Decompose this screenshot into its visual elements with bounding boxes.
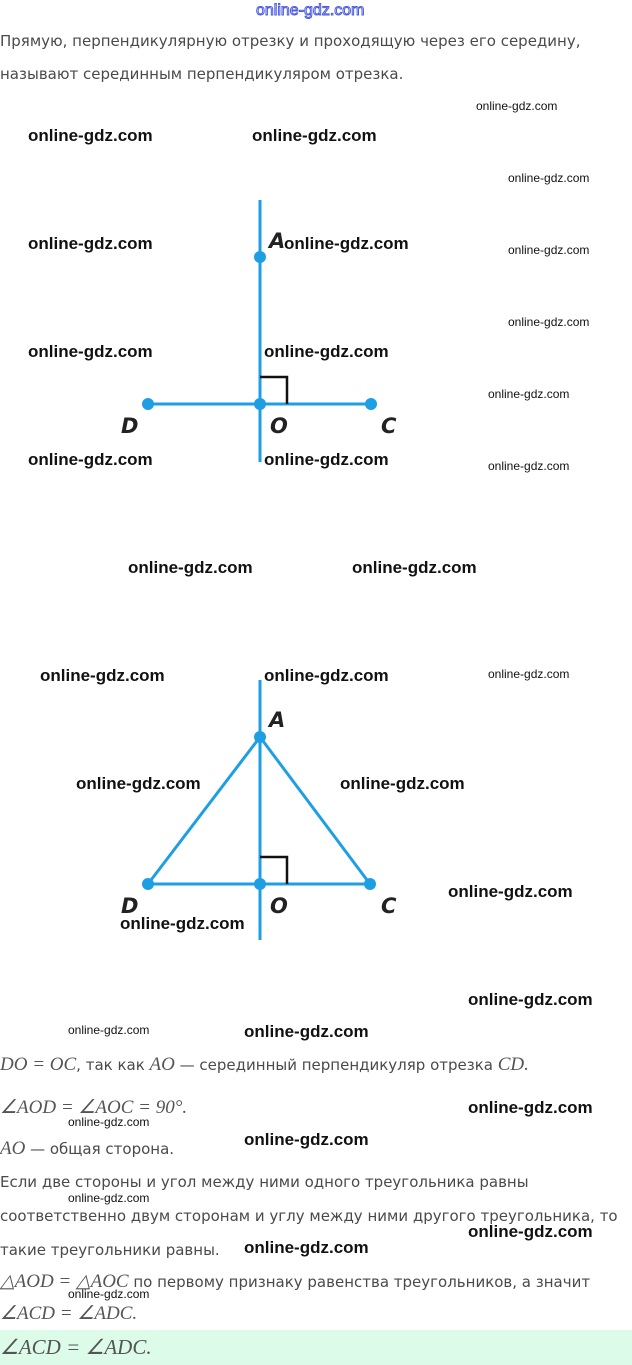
watermark: online-gdz.com (68, 1115, 150, 1129)
segment-ac (258, 736, 372, 885)
point-a (254, 251, 266, 263)
math: AO (149, 1054, 175, 1075)
math: DO = OC (0, 1054, 77, 1075)
math: △AOD = △AOC (0, 1271, 129, 1292)
watermark: online-gdz.com (508, 243, 590, 257)
site-logo[interactable]: online-gdz.com (256, 2, 365, 20)
right-angle-mark (260, 375, 289, 404)
watermark: online-gdz.com (468, 1098, 593, 1117)
label-d: D (121, 894, 138, 918)
solution-line-5: соответственно двум сторонам и углу межд… (0, 1207, 618, 1225)
watermark: online-gdz.com (68, 1191, 150, 1205)
math: ∠AOD = ∠AOC = 90°. (0, 1097, 188, 1118)
point-c (365, 398, 377, 410)
math: CD. (497, 1054, 529, 1075)
label-c: C (381, 894, 397, 918)
solution-line-6: такие треугольники равны. (0, 1241, 220, 1259)
solution-line-3: AO — общая сторона. (0, 1138, 174, 1160)
watermark: online-gdz.com (448, 882, 573, 901)
point-d (142, 398, 154, 410)
watermark: online-gdz.com (76, 774, 201, 793)
watermark: online-gdz.com (488, 459, 570, 473)
watermark: online-gdz.com (340, 774, 465, 793)
label-c: C (381, 414, 397, 438)
label-a: A (267, 229, 285, 253)
watermark: online-gdz.com (468, 990, 593, 1009)
solution-line-2: ∠AOD = ∠AOC = 90°. (0, 1096, 187, 1119)
label-o: O (270, 414, 288, 438)
watermark: online-gdz.com (128, 558, 253, 577)
watermark: online-gdz.com (488, 387, 570, 401)
figure-triangle: A D O C (121, 680, 397, 940)
figure-perpendicular-bisector: A D O C (121, 200, 397, 462)
watermark: online-gdz.com (68, 1023, 150, 1037)
text: — общая сторона. (25, 1140, 175, 1158)
watermark: online-gdz.com (40, 666, 165, 685)
text: по первому признаку равенства треугольни… (128, 1273, 591, 1291)
answer-text: ∠ACD = ∠ADC. (0, 1335, 152, 1359)
watermark: online-gdz.com (28, 450, 153, 469)
point-o (254, 878, 266, 890)
watermark: online-gdz.com (264, 342, 389, 361)
watermark: online-gdz.com (244, 1022, 369, 1041)
math: AO (0, 1138, 26, 1159)
point-a (254, 731, 266, 743)
watermark: online-gdz.com (352, 558, 477, 577)
label-a: A (267, 708, 285, 732)
watermark: online-gdz.com (28, 126, 153, 145)
watermark: online-gdz.com (120, 914, 245, 933)
solution-line-7: △AOD = △AOC по первому признаку равенств… (0, 1270, 590, 1293)
right-angle-mark (260, 855, 289, 884)
watermark: online-gdz.com (284, 234, 409, 253)
watermark: online-gdz.com (244, 1130, 369, 1149)
intro-line-1: Прямую, перпендикулярную отрезку и прохо… (0, 32, 581, 50)
point-o (254, 398, 266, 410)
watermark: online-gdz.com (264, 666, 389, 685)
watermark: online-gdz.com (28, 234, 153, 253)
watermark: online-gdz.com (508, 171, 590, 185)
text: , так как (76, 1056, 150, 1074)
solution-line-1: DO = OC, так как AO — серединный перпенд… (0, 1054, 529, 1076)
math: ∠ACD = ∠ADC. (0, 1303, 138, 1324)
watermark: online-gdz.com (508, 315, 590, 329)
label-o: O (270, 894, 288, 918)
solution-line-8: ∠ACD = ∠ADC. (0, 1302, 137, 1325)
watermark: online-gdz.com (68, 1287, 150, 1301)
watermark: online-gdz.com (264, 450, 389, 469)
watermark: online-gdz.com (488, 667, 570, 681)
answer-box: ∠ACD = ∠ADC. (0, 1330, 632, 1365)
segment-ad (146, 736, 262, 885)
solution-line-4: Если две стороны и угол между ними одног… (0, 1173, 529, 1191)
watermark: online-gdz.com (252, 126, 377, 145)
watermark: online-gdz.com (476, 99, 558, 113)
point-d (142, 878, 154, 890)
label-d: D (121, 414, 138, 438)
point-c (364, 878, 376, 890)
text: — серединный перпендикуляр отрезка (174, 1056, 498, 1074)
watermark: online-gdz.com (468, 1222, 593, 1241)
watermark: online-gdz.com (28, 342, 153, 361)
watermark: online-gdz.com (244, 1238, 369, 1257)
intro-line-2: называют серединным перпендикуляром отре… (0, 65, 404, 83)
